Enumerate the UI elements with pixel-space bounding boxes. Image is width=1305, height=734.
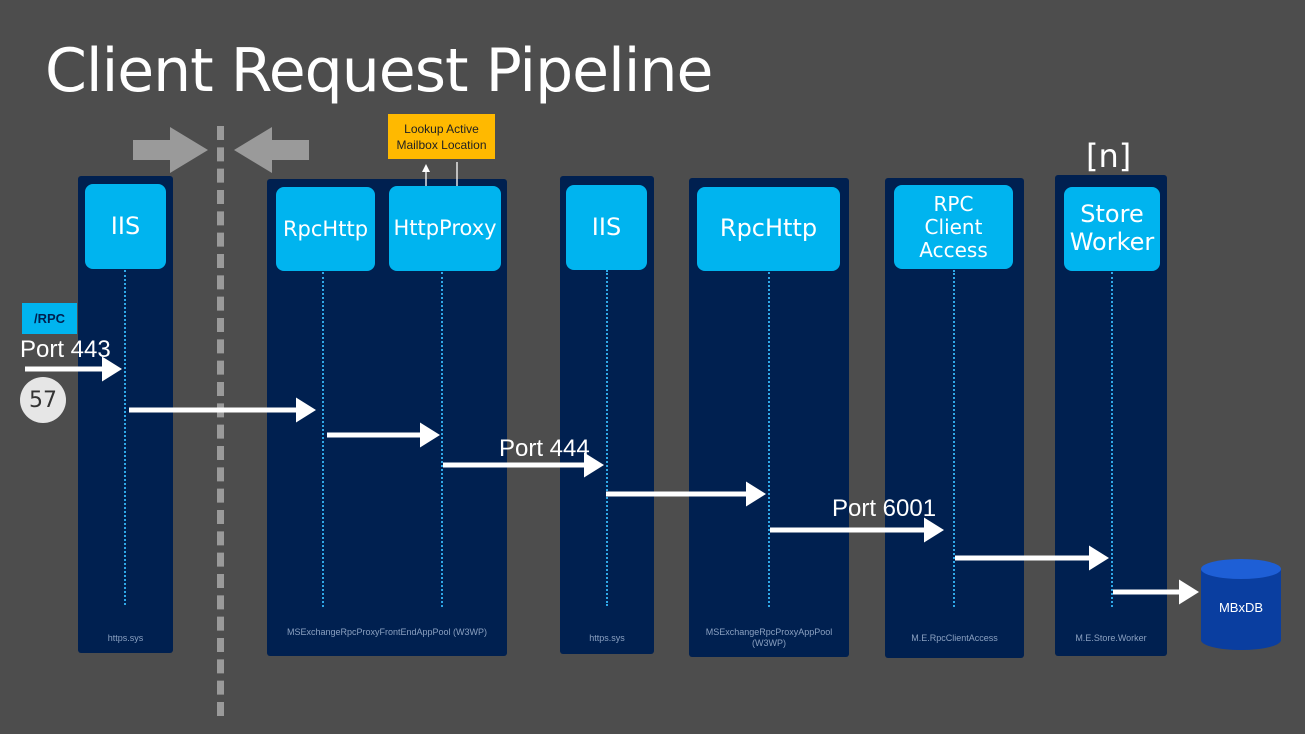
multiplicity-label: [n] [1086,137,1132,175]
lookup-mailbox-note: Lookup Active Mailbox Location [388,114,495,159]
lifeline-store-worker [1111,272,1113,607]
rpc-endpoint-badge: /RPC [22,303,77,334]
component-rpchttp-back: RpcHttp [697,187,840,271]
component-rpc-client-access: RPC Client Access [894,185,1013,269]
lifeline-rpc-client-access [953,270,955,607]
count-badge: 57 [20,377,66,423]
panel-label-https-sys-front: https.sys [107,633,144,643]
panel-label-apppool: MSExchangeRpcProxyAppPool (W3WP) [705,627,833,648]
boundary-arrow-left [234,127,309,173]
panel-label-frontend-apppool: MSExchangeRpcProxyFrontEndAppPool (W3WP) [286,627,488,637]
component-rpchttp-front: RpcHttp [276,187,375,271]
component-store-worker: Store Worker [1064,187,1160,271]
component-httpproxy: HttpProxy [389,186,501,271]
database-icon [1201,559,1281,650]
lifeline-iis-back [606,270,608,606]
lifeline-rpchttp-front [322,272,324,607]
panel-label-store-worker: M.E.Store.Worker [1075,633,1147,643]
lifeline-rpchttp-back [768,272,770,607]
component-iis-back: IIS [566,185,647,270]
boundary-arrow-right [133,127,208,173]
panel-label-rpc-client-access: M.E.RpcClientAccess [911,633,998,643]
port-6001-label: Port 6001 [832,495,937,522]
database-label: MBxDB [1218,600,1264,615]
lifeline-httpproxy [441,272,443,607]
port-443-label: Port 443 [20,336,111,363]
port-444-label: Port 444 [499,435,590,462]
lifeline-iis-front [124,270,126,605]
diagram-title: Client Request Pipeline [45,36,713,106]
panel-label-https-sys-back: https.sys [589,633,625,643]
component-iis-front: IIS [85,184,166,269]
network-boundary-divider [217,126,224,716]
